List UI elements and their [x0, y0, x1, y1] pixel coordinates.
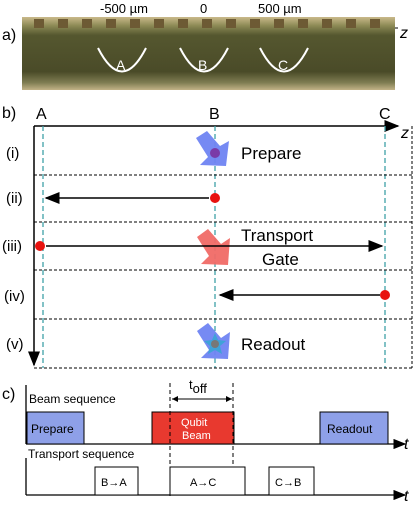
- potential-well-b: [179, 47, 229, 73]
- prepare-block-label: Prepare: [31, 422, 74, 436]
- column-label-b: B: [209, 106, 220, 123]
- step-text-readout: Readout: [241, 335, 306, 354]
- t-off-label: toff: [189, 377, 207, 396]
- qubit-beam-label-1: Qubit: [181, 417, 207, 429]
- column-label-a: A: [36, 106, 47, 123]
- panel-a: a) -500 µm 0 500 µm z A B C: [2, 1, 408, 90]
- well-label-b: B: [198, 57, 207, 73]
- transport-sequence-title: Transport sequence: [28, 447, 135, 461]
- well-label-c: C: [278, 57, 288, 73]
- transport-label-c-to-b: C→B: [275, 477, 301, 489]
- row-label-ii: (ii): [6, 190, 23, 207]
- potential-well-a: [97, 47, 147, 73]
- transport-block-a-to-c: [169, 466, 246, 496]
- prepare-block: [26, 411, 85, 445]
- row-label-iii: (iii): [2, 238, 22, 255]
- beam-time-axis-label: t: [404, 436, 409, 453]
- ion-step-ii: [210, 193, 220, 203]
- panel-b-label: b): [2, 105, 16, 122]
- beam-sequence-title: Beam sequence: [29, 392, 116, 406]
- transport-label-a-to-c: A→C: [190, 477, 216, 489]
- tick-label-minus500: -500 µm: [100, 1, 148, 16]
- qubit-beam-block: [151, 411, 235, 445]
- transport-block-b-to-a: [94, 466, 139, 496]
- panel-b: b) A B C z (i) (ii) (iii) (iv) (v) Prepa…: [2, 105, 413, 369]
- z-axis-label-b: z: [400, 125, 409, 142]
- t-off-arrowheads: [172, 396, 232, 402]
- row-label-i: (i): [6, 145, 19, 162]
- ion-step-iv: [380, 290, 390, 300]
- transport-block-c-to-b: [268, 466, 315, 496]
- transport-time-axis-label: t: [404, 488, 409, 505]
- gate-beam-arrow: [197, 229, 230, 265]
- prepare-beam-arrow: [196, 131, 229, 166]
- ion-readout: [211, 340, 219, 348]
- ion-step-iii: [35, 241, 45, 251]
- electrode-segments: [34, 19, 380, 28]
- row-label-iv: (iv): [4, 288, 25, 305]
- panel-c-label: c): [2, 386, 15, 403]
- tick-label-500: 500 µm: [258, 1, 302, 16]
- qubit-beam-label-2: Beam: [182, 430, 211, 442]
- well-label-a: A: [116, 57, 126, 73]
- trap-chip-image: [22, 17, 395, 90]
- z-axis-label-a: z: [399, 25, 408, 42]
- step-text-gate: Gate: [262, 250, 299, 269]
- row-separators: [34, 126, 413, 369]
- panel-a-label: a): [2, 27, 16, 44]
- row-label-v: (v): [6, 336, 24, 353]
- step-text-prepare: Prepare: [241, 144, 301, 163]
- readout-block: [319, 411, 389, 445]
- step-text-transport: Transport: [241, 226, 313, 245]
- tick-label-zero: 0: [200, 1, 207, 16]
- readout-block-label: Readout: [327, 422, 373, 436]
- ion-prepare: [210, 148, 220, 158]
- potential-well-c: [259, 47, 309, 73]
- column-label-c: C: [379, 106, 391, 123]
- panel-c: c) Beam sequence toff t Prepare Qubit Be…: [2, 377, 409, 505]
- transport-label-b-to-a: B→A: [101, 477, 127, 489]
